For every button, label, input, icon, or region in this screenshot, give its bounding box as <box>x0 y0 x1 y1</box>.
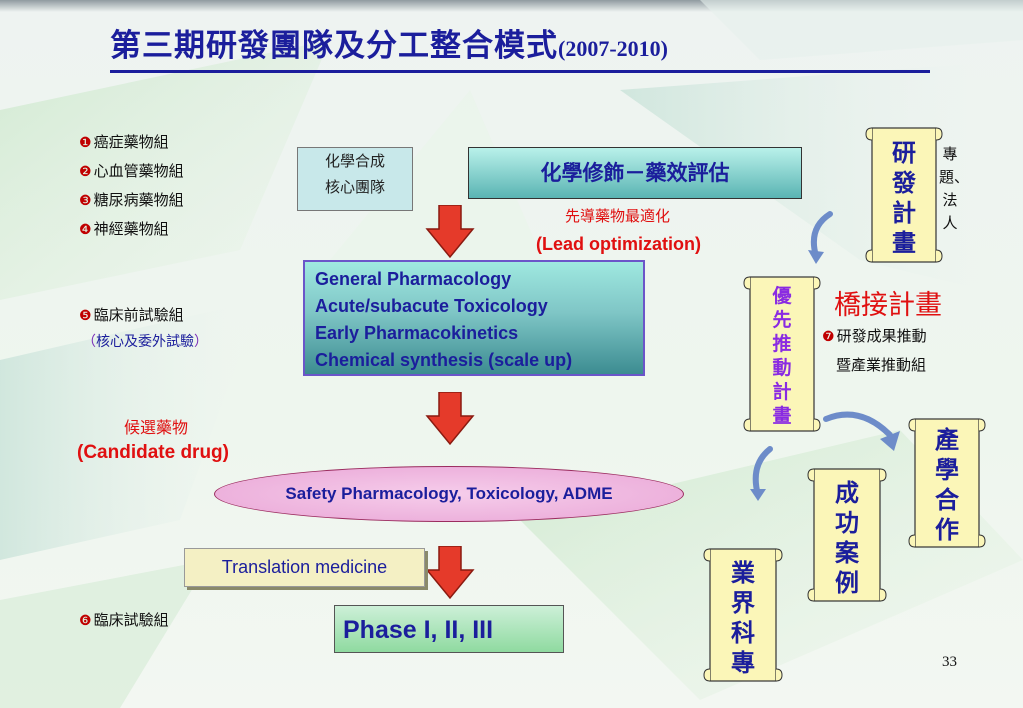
curved-arrow-icon <box>808 211 833 264</box>
group-number: ❺ <box>79 308 92 324</box>
group-label: 神經藥物組 <box>93 220 169 238</box>
pharma-line: Early Pharmacokinetics <box>315 323 519 343</box>
lead-opt-zh: 先導藥物最適化 <box>565 207 671 225</box>
group-label: 臨床前試驗組 <box>93 306 184 324</box>
title-years: (2007-2010) <box>558 36 668 61</box>
lead-opt-en: (Lead optimization) <box>536 234 701 254</box>
page-number: 33 <box>942 654 957 670</box>
pharmacology-box: General Pharmacology Acute/subacute Toxi… <box>303 260 645 376</box>
side-note: 專題、法人 <box>939 145 970 232</box>
core-team-box: 化學合成 核心團隊 <box>297 147 413 211</box>
core-team-line2: 核心團隊 <box>324 178 385 196</box>
pharma-line: Acute/subacute Toxicology <box>315 296 548 316</box>
title-underline <box>110 70 930 73</box>
group-number: ❹ <box>79 222 92 238</box>
curved-arrow-icon <box>823 411 900 451</box>
group-item-7-line2: 暨產業推動組 <box>836 356 927 374</box>
group-label: 臨床試驗組 <box>93 611 169 629</box>
translation-medicine-box: Translation medicine <box>184 548 425 587</box>
candidate-zh: 候選藥物 <box>124 418 189 437</box>
group-number: ❻ <box>79 613 92 629</box>
candidate-en: (Candidate drug) <box>77 442 229 463</box>
pharma-line: General Pharmacology <box>315 269 512 289</box>
group-number: ❼ <box>822 329 835 345</box>
preclinical-note: （核心及委外試驗） <box>82 334 208 350</box>
group-number: ❸ <box>79 193 92 209</box>
page-title: 第三期研發團隊及分工整合模式(2007-2010) <box>110 20 668 65</box>
group-label: 心血管藥物組 <box>93 162 184 180</box>
curved-arrow-icon <box>750 446 773 501</box>
scroll-industry-tech-label: 業界科專 <box>731 558 755 677</box>
pharma-line: Chemical synthesis (scale up) <box>315 350 573 370</box>
group-label: 癌症藥物組 <box>93 133 169 151</box>
group-number: ❶ <box>79 135 92 151</box>
scroll-industry-tech <box>703 548 783 682</box>
bridge-plan: 橋接計畫 <box>834 290 942 321</box>
core-team-line1: 化學合成 <box>324 152 385 170</box>
scroll-research-plan-label: 研發計畫 <box>892 138 916 257</box>
down-arrow-icon <box>425 205 475 259</box>
group-label: 研發成果推動 <box>836 327 927 345</box>
scroll-success-cases <box>807 468 887 602</box>
scroll-priority-plan <box>743 276 821 432</box>
chem-eval-box: 化學修飾－藥效評估 <box>468 147 802 199</box>
scroll-priority-plan-label: 優先推動計畫 <box>772 285 792 427</box>
down-arrow-icon <box>425 392 475 446</box>
safety-ellipse: Safety Pharmacology, Toxicology, ADME <box>214 466 684 522</box>
scroll-research-plan <box>865 127 943 263</box>
scroll-industry-academia-label: 產學合作 <box>935 425 959 544</box>
group-number: ❷ <box>79 164 92 180</box>
preclinical-note-text: 核心及委外試驗 <box>96 334 194 350</box>
down-arrow-icon <box>425 546 475 600</box>
title-main: 第三期研發團隊及分工整合模式 <box>110 28 558 64</box>
group-label: 糖尿病藥物組 <box>93 191 184 209</box>
phase-box: Phase I, II, III <box>334 605 564 653</box>
scroll-success-cases-label: 成功案例 <box>835 478 859 597</box>
scroll-industry-academia <box>908 418 986 548</box>
